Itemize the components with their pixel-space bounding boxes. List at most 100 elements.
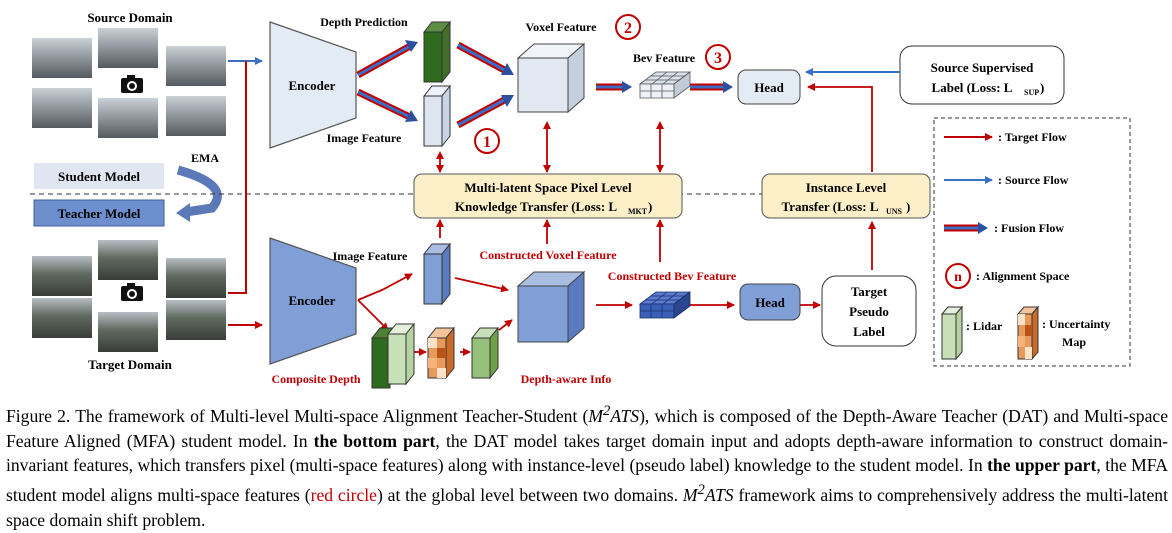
student-model-box [34,163,164,189]
image-feature-bottom-label: Image Feature [333,249,408,263]
student-model-label: Student Model [58,169,140,184]
camera-icon-target [121,283,143,301]
legend-alignment-circle [945,263,971,289]
uns-to-head-arrow [807,83,873,172]
target-pseudo-line3: Label [853,324,885,339]
constructed-voxel-label: Constructed Voxel Feature [479,248,617,262]
target-domain-images [32,240,226,352]
mkt-line2: Knowledge Transfer (Loss: L [455,199,617,214]
camera-icon [121,75,143,93]
mkt-close: ) [648,199,652,214]
teacher-flow-arrows [357,273,821,356]
voxel-feature-label: Voxel Feature [526,20,598,34]
source-domain-images [32,28,226,138]
source-supervised-line2: Label (Loss: L [932,80,1013,95]
constructed-bev-label: Constructed Bev Feature [608,269,737,283]
caption-part-1: Figure 2. The framework of Multi-level M… [6,405,589,426]
voxel-feature-cube [516,42,586,114]
caption-part-2: ), which is composed of the Depth-Aware … [6,405,1168,451]
legend-source-flow: : Source Flow [998,173,1069,187]
head-top-box [737,69,801,105]
caption-red-circle: red circle [310,485,377,506]
legend-alignment-symbol: n [954,270,962,285]
image-feature-top [422,84,452,148]
source-supervised-label-box [899,45,1065,105]
alignment-circle-3-label: 3 [714,50,722,67]
head-bottom-box [739,283,801,321]
caption-m2ats-1-rest: ATS [610,405,640,426]
legend-fusion-flow-arrow [944,222,988,234]
mkt-subscript: MKT [628,207,648,216]
legend-lidar: : Lidar [966,319,1003,333]
bev-feature-label: Bev Feature [633,51,696,65]
student-encoder [269,21,357,149]
source-supervised-close: ) [1040,80,1044,95]
uncertainty-map-block [426,326,456,380]
legend-uncertainty-line1: : Uncertainty [1042,317,1110,331]
ema-arrow [176,165,222,217]
ema-arrowhead [176,203,190,222]
mkt-module-box [413,173,683,219]
image-feature-top-label: Image Feature [327,131,402,145]
depth-aware-feature [470,326,500,380]
caption-m2ats-2-sup: 2 [697,482,705,499]
legend-uncertainty-line2: Map [1062,335,1086,349]
caption-m2ats-1-m: M [588,405,604,426]
bev-feature-grid [638,71,692,99]
head-top-label: Head [754,80,784,95]
target-pseudo-label-box [821,275,917,347]
depth-prediction-label: Depth Prediction [320,15,408,29]
teacher-model-box [33,199,165,227]
source-domain-title: Source Domain [87,10,173,25]
mkt-line1: Multi-latent Space Pixel Level [464,180,632,195]
teacher-encoder [269,237,357,365]
uns-subscript: UNS [886,207,903,216]
alignment-circle-1 [474,128,500,154]
target-pseudo-line2: Pseudo [849,304,889,319]
alignment-circle-1-label: 1 [483,134,491,151]
caption-m2ats-1-sup: 2 [603,403,611,419]
target-pseudo-line1: Target [851,284,888,299]
pixel-level-transfer-arrows [436,121,664,262]
caption-m2ats-2-m: M [682,485,698,506]
head-bottom-label: Head [755,295,785,310]
constructed-voxel-cube [516,270,586,344]
uns-line2: Transfer (Loss: L [781,199,878,214]
constructed-bev-grid [638,291,692,319]
teacher-model-label: Teacher Model [58,206,141,221]
legend-uncertainty-icon [1016,305,1040,361]
depth-prediction-feature [422,20,452,84]
figure-caption: Figure 2. The framework of Multi-level M… [6,399,1168,533]
source-supervised-line1: Source Supervised [931,60,1034,75]
teacher-encoder-label: Encoder [289,293,336,308]
student-encoder-label: Encoder [289,78,336,93]
legend-fusion-flow: : Fusion Flow [994,221,1064,235]
legend-alignment-space: : Alignment Space [976,269,1070,283]
caption-bottom-part: the bottom part [313,430,436,451]
uns-module-box [761,173,931,219]
image-feature-bottom [422,242,452,306]
alignment-circle-2-label: 2 [624,20,632,37]
caption-m2ats-1: M2ATS [588,403,640,426]
legend-lidar-icon [940,305,964,361]
caption-part-4: , the MFA student model aligns multi-spa… [6,455,1168,506]
caption-m2ats-2-rest: ATS [704,485,734,506]
composite-depth-label: Composite Depth [272,372,361,386]
legend-target-flow: : Target Flow [998,130,1067,144]
alignment-circle-3 [705,44,731,70]
framework-diagram: Source Domain Student Model Teacher Mode… [30,10,1131,389]
fusion-arrows-top [356,40,733,129]
depth-aware-label: Depth-aware Info [521,372,612,386]
source-supervised-subscript: SUP [1024,88,1039,97]
target-to-student-line [228,61,247,294]
ema-label: EMA [191,151,219,165]
caption-part-5: ) at the global level between two domain… [376,485,683,506]
caption-part-6: framework aims to comprehensively addres… [6,485,1168,530]
caption-upper-part: the upper part [987,455,1097,476]
uns-close: ) [906,199,910,214]
uns-line1: Instance Level [806,180,887,195]
alignment-circle-2 [615,14,641,40]
composite-depth-lidar [370,322,416,389]
caption-part-3: , the DAT model takes target domain inpu… [6,430,1168,476]
caption-m2ats-2: M2ATS [682,482,734,506]
